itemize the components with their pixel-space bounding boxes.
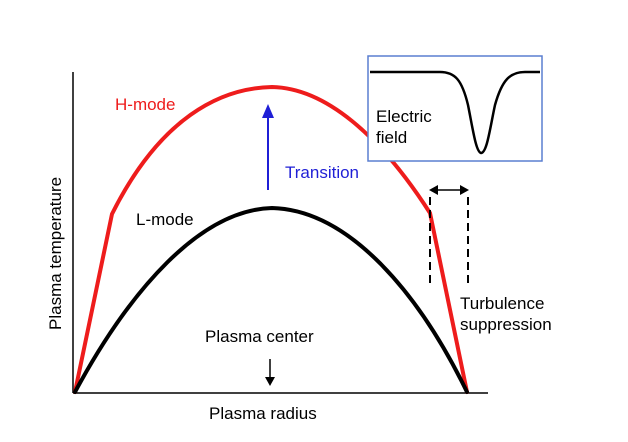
plasma-center-arrowhead	[265, 377, 275, 386]
width-arrowhead-left	[429, 185, 438, 195]
plasma-center-label: Plasma center	[205, 327, 314, 346]
width-arrowhead-right	[460, 185, 469, 195]
turbulence-label-1: Turbulence	[460, 294, 544, 313]
electric-field-label-2: field	[376, 128, 407, 147]
transition-arrowhead	[262, 104, 274, 118]
hmode-label: H-mode	[115, 95, 175, 114]
lmode-curve	[73, 205, 469, 394]
transition-label: Transition	[285, 163, 359, 182]
x-axis-label: Plasma radius	[209, 404, 317, 423]
lmode-label: L-mode	[136, 210, 194, 229]
y-axis-label: Plasma temperature	[46, 177, 65, 330]
electric-field-curve	[370, 70, 540, 155]
electric-field-label-1: Electric	[376, 107, 432, 126]
turbulence-label-2: suppression	[460, 315, 552, 334]
